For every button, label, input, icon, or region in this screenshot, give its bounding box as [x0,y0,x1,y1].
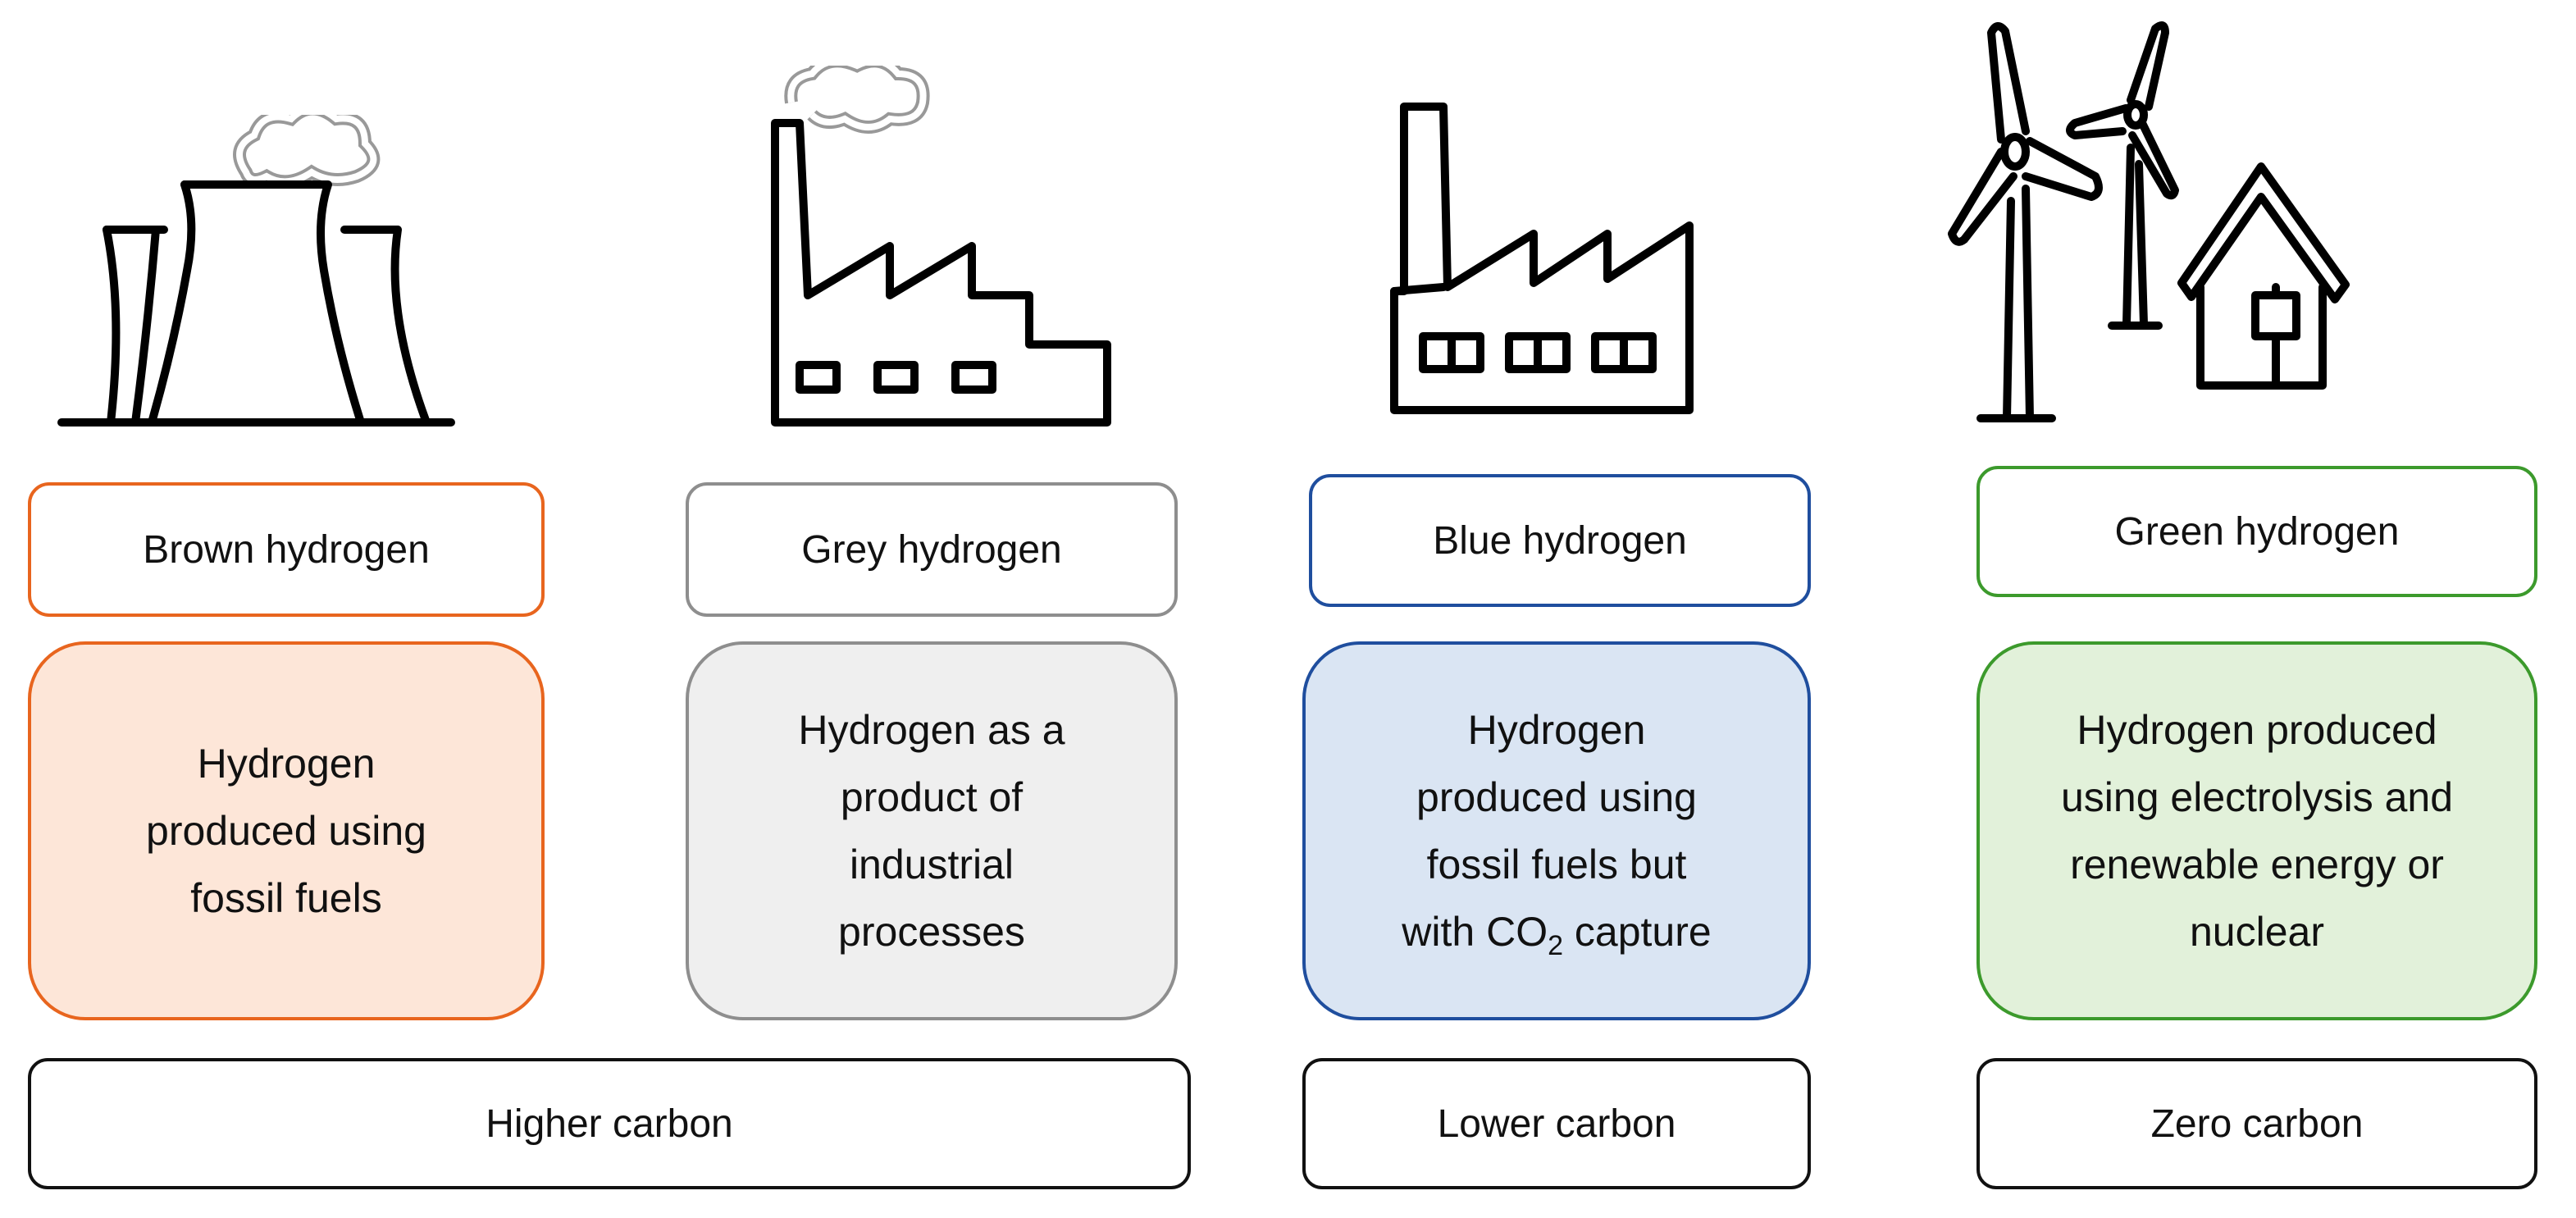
lower-carbon-box: Lower carbon [1302,1058,1811,1189]
green-hydrogen-label: Green hydrogen [1976,466,2537,597]
cooling-tower-icon [57,115,455,427]
brown-hydrogen-description: Hydrogen produced using fossil fuels [28,641,545,1020]
grey-hydrogen-label: Grey hydrogen [686,482,1178,617]
blue-hydrogen-label: Blue hydrogen [1309,474,1811,607]
wind-turbines-house-icon [1948,21,2350,422]
higher-carbon-box: Higher carbon [28,1058,1191,1189]
green-hydrogen-description: Hydrogen produced using electrolysis and… [1976,641,2537,1020]
grey-hydrogen-description: Hydrogen as a product of industrial proc… [686,641,1178,1020]
brown-hydrogen-label: Brown hydrogen [28,482,545,617]
blue-description-text: Hydrogen produced using fossil fuels but… [1402,707,1712,961]
factory-icon [1390,103,1694,414]
blue-hydrogen-description: Hydrogen produced using fossil fuels but… [1302,641,1811,1020]
zero-carbon-box: Zero carbon [1976,1058,2537,1189]
factory-smoke-icon [771,66,1111,427]
